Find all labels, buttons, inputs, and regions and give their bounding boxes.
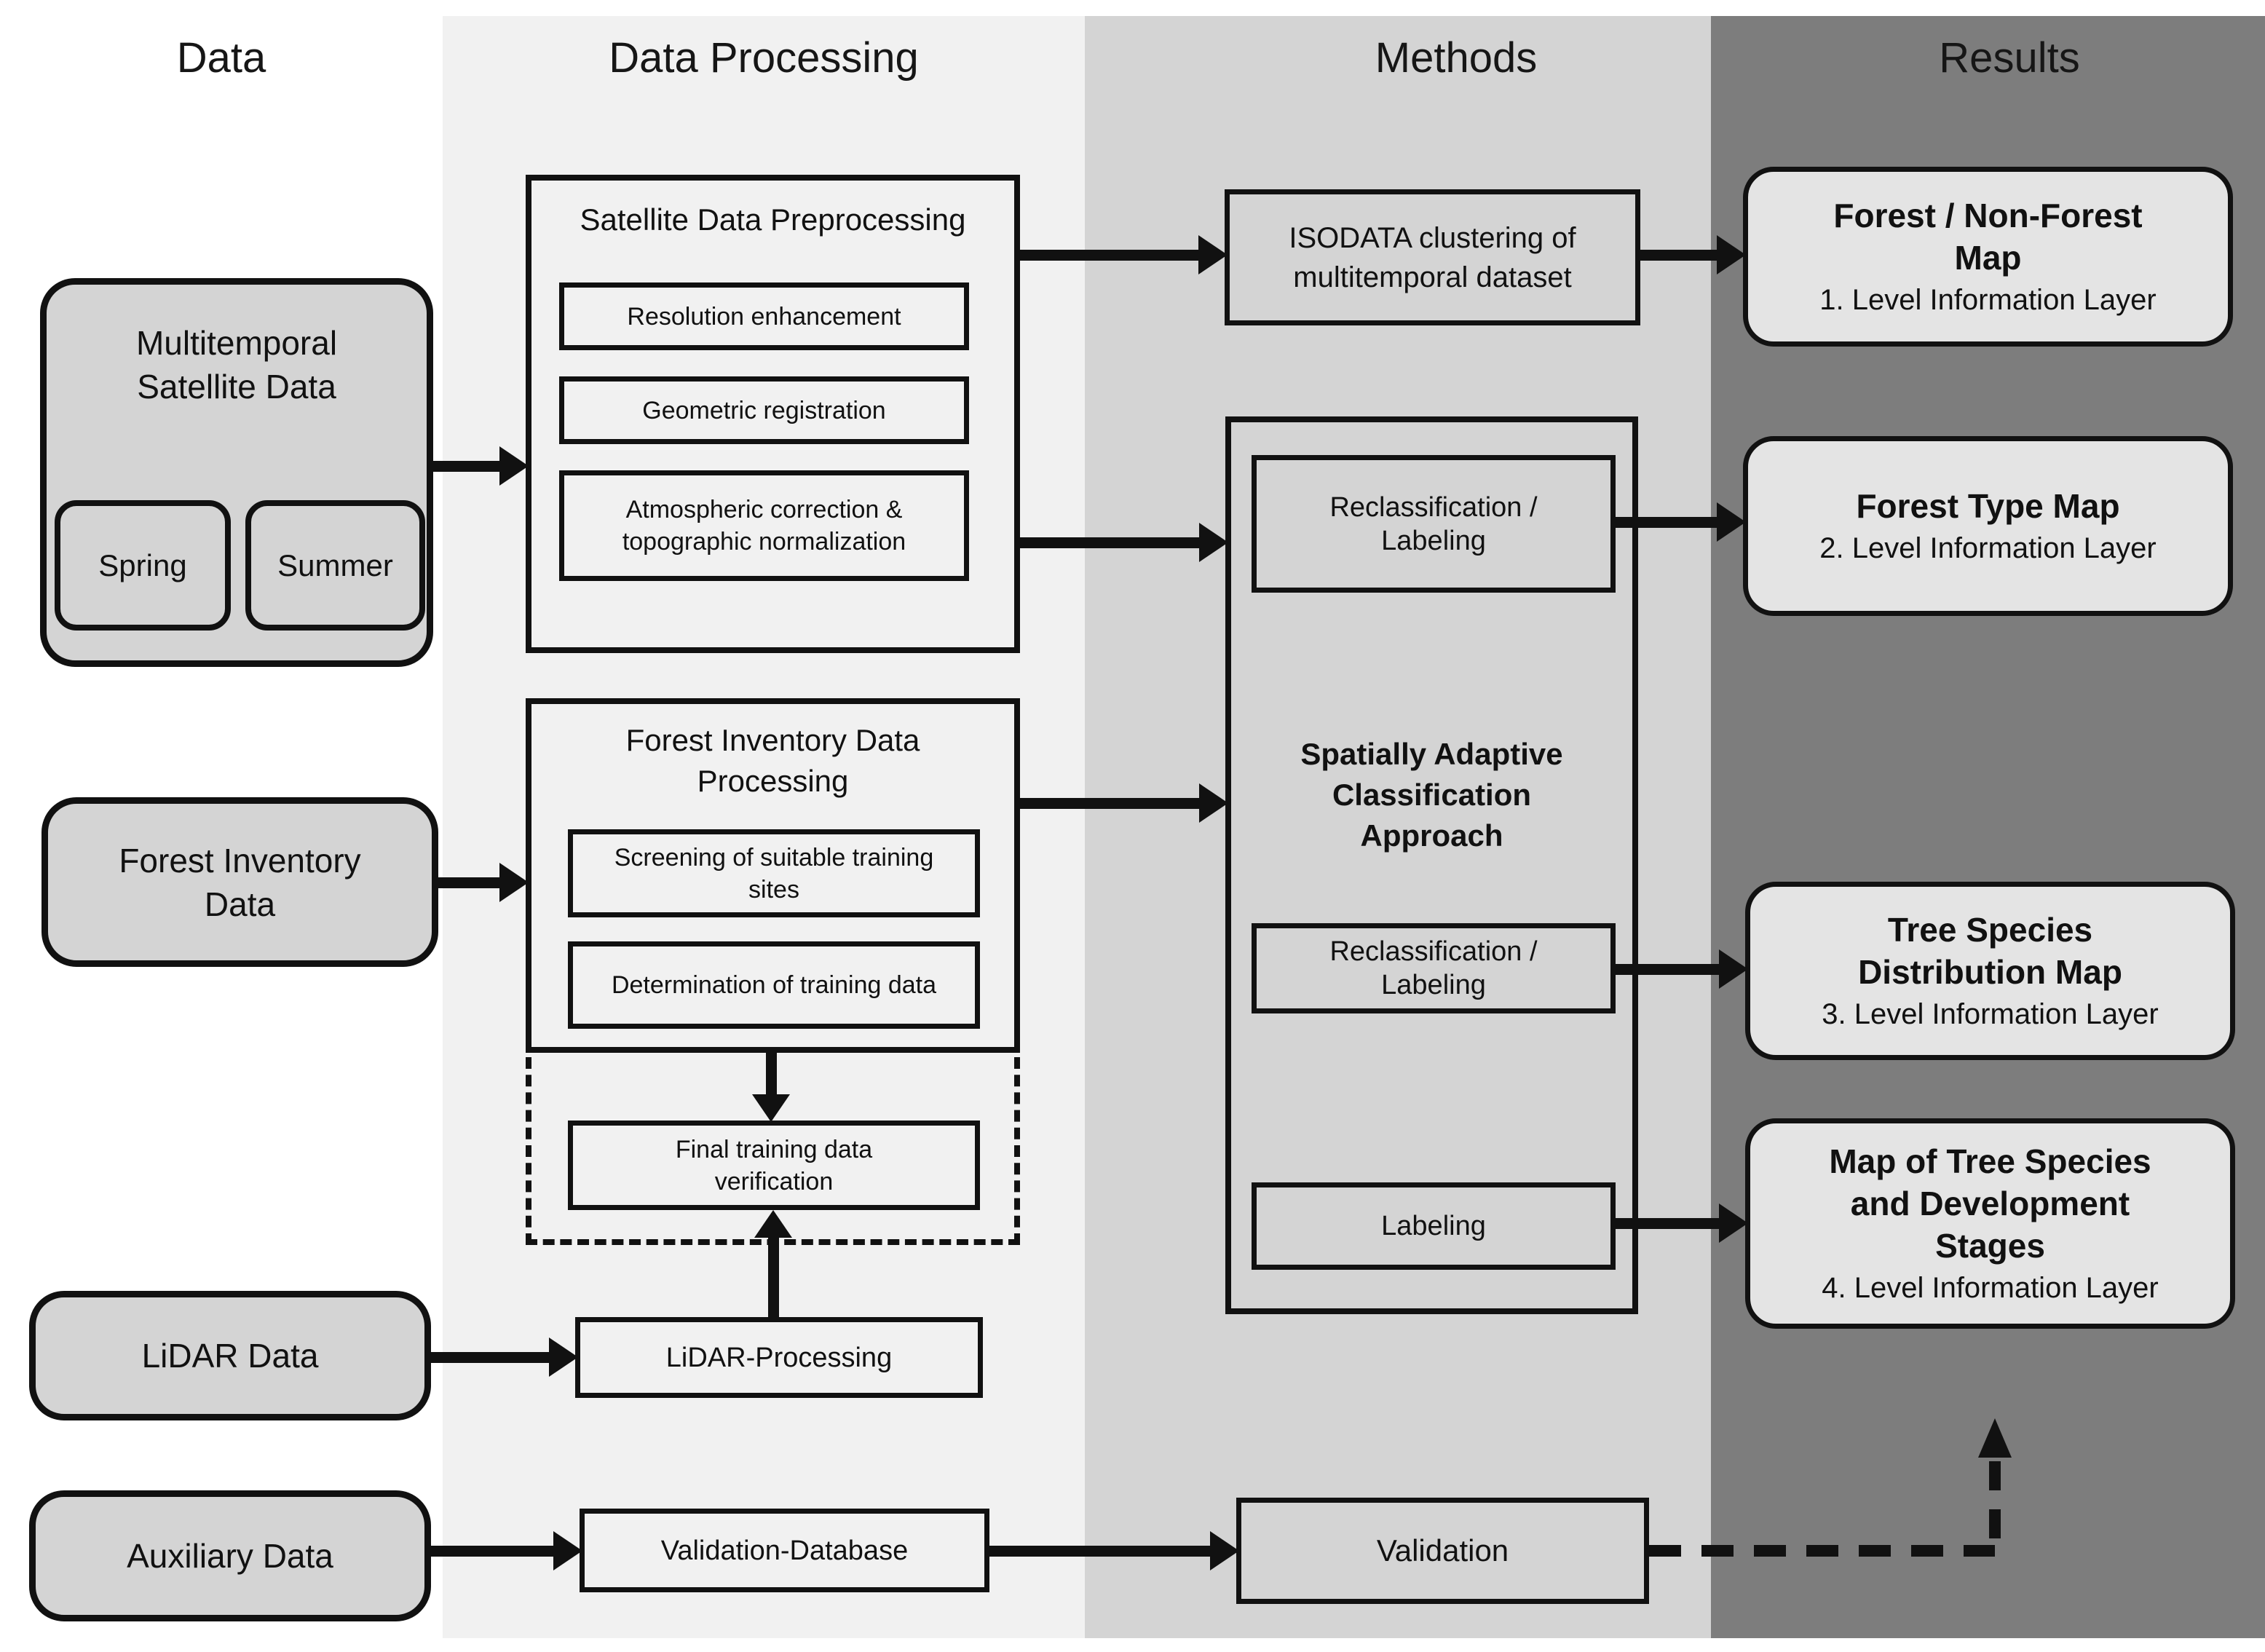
final-verification-box: Final training data verification: [568, 1121, 980, 1210]
result-level2-title: Forest Type Map: [1856, 486, 2120, 525]
forest-inventory-label: Forest Inventory Data: [119, 841, 361, 923]
arrow-inventory-to-processing-line: [438, 877, 499, 888]
arrow-validation-db-to-validation-head: [1210, 1531, 1239, 1570]
summer-label: Summer: [277, 548, 393, 582]
arrow-lidar-to-lidar-processing-head: [549, 1337, 578, 1377]
spring-label: Spring: [98, 548, 187, 582]
dashed-arrow-validation-to-results-hline: [1649, 1545, 1995, 1557]
spring-box: Spring: [55, 500, 231, 631]
arrow-preprocessing-to-reclassification-top-line: [1020, 537, 1199, 548]
lidar-data-box: LiDAR Data: [29, 1291, 431, 1420]
arrow-auxiliary-to-validation-db-head: [553, 1531, 582, 1570]
isodata-clustering-box: ISODATA clustering of multitemporal data…: [1225, 189, 1640, 325]
result-level2-box: Forest Type Map 2. Level Information Lay…: [1743, 436, 2233, 616]
reclassification-top-box: Reclassification / Labeling: [1252, 455, 1616, 593]
reclassification-bottom-box: Reclassification / Labeling: [1252, 923, 1616, 1013]
result-level3-box: Tree Species Distribution Map 3. Level I…: [1745, 882, 2235, 1060]
arrow-preprocessing-to-isodata-head: [1198, 235, 1228, 274]
determination-label: Determination of training data: [611, 971, 937, 999]
labeling-box: Labeling: [1252, 1182, 1616, 1270]
dashed-arrow-validation-to-results-vline: [1989, 1461, 2001, 1551]
arrow-inventory-to-processing-head: [499, 863, 529, 902]
arrow-reclassification-bottom-to-level3-head: [1719, 949, 1748, 989]
arrow-reclassification-top-to-level2-line: [1616, 517, 1717, 528]
header-data: Data: [176, 34, 266, 82]
arrow-validation-db-to-validation-line: [989, 1546, 1210, 1557]
auxiliary-data-box: Auxiliary Data: [29, 1490, 431, 1621]
arrow-labeling-to-level4-line: [1616, 1218, 1719, 1229]
result-level4-title: Map of Tree Species and Development Stag…: [1829, 1142, 2151, 1265]
dashed-arrow-validation-to-results-head: [1978, 1418, 2012, 1458]
screening-label: Screening of suitable training sites: [614, 843, 934, 904]
screening-box: Screening of suitable training sites: [568, 829, 980, 917]
lidar-processing-box: LiDAR-Processing: [575, 1317, 983, 1398]
auxiliary-label: Auxiliary Data: [127, 1537, 333, 1575]
resolution-enhancement-box: Resolution enhancement: [559, 282, 969, 350]
arrow-preprocessing-to-isodata-line: [1020, 250, 1198, 261]
geometric-label: Geometric registration: [642, 396, 886, 424]
header-methods: Methods: [1375, 34, 1538, 82]
summer-box: Summer: [245, 500, 425, 631]
arrow-lidar-to-lidar-processing-line: [431, 1352, 549, 1363]
arrow-inventory-processing-to-saca-head: [1199, 783, 1228, 823]
atmospheric-correction-box: Atmospheric correction & topographic nor…: [559, 470, 969, 581]
verification-label: Final training data verification: [675, 1135, 873, 1195]
arrow-lidar-processing-to-verification-head: [754, 1210, 792, 1238]
validation-label: Validation: [1376, 1533, 1509, 1568]
result-level4-subtitle: 4. Level Information Layer: [1822, 1271, 2159, 1304]
result-level2-subtitle: 2. Level Information Layer: [1819, 531, 2157, 564]
resolution-label: Resolution enhancement: [627, 302, 901, 331]
geometric-registration-box: Geometric registration: [559, 376, 969, 444]
arrow-isodata-to-level1-line: [1640, 250, 1717, 261]
arrow-isodata-to-level1-head: [1717, 235, 1746, 274]
arrow-reclassification-bottom-to-level3-line: [1616, 964, 1719, 975]
validation-database-label: Validation-Database: [660, 1535, 909, 1566]
validation-box: Validation: [1236, 1498, 1649, 1604]
arrow-processing-to-verification-head: [752, 1094, 790, 1122]
arrow-lidar-processing-to-verification-line: [768, 1235, 779, 1317]
reclassification-bottom-label: Reclassification / Labeling: [1329, 936, 1538, 1000]
result-level3-subtitle: 3. Level Information Layer: [1822, 997, 2159, 1030]
result-level1-box: Forest / Non-Forest Map 1. Level Informa…: [1743, 167, 2233, 347]
reclassification-top-label: Reclassification / Labeling: [1329, 491, 1538, 556]
header-data-processing: Data Processing: [609, 34, 919, 82]
arrow-satellite-to-preprocessing-line: [433, 461, 499, 472]
arrow-inventory-processing-to-saca-line: [1020, 798, 1199, 809]
arrow-satellite-to-preprocessing-head: [499, 446, 529, 486]
arrow-labeling-to-level4-head: [1719, 1204, 1748, 1243]
determination-box: Determination of training data: [568, 941, 980, 1029]
satellite-preprocessing-title: Satellite Data Preprocessing: [580, 202, 966, 237]
arrow-auxiliary-to-validation-db-line: [431, 1546, 553, 1557]
arrow-preprocessing-to-reclassification-top-head: [1199, 523, 1228, 562]
result-level3-title: Tree Species Distribution Map: [1858, 910, 2122, 991]
lidar-processing-label: LiDAR-Processing: [665, 1342, 893, 1373]
header-results: Results: [1939, 34, 2080, 82]
result-level4-box: Map of Tree Species and Development Stag…: [1745, 1118, 2235, 1329]
arrow-reclassification-top-to-level2-head: [1717, 502, 1746, 542]
forest-inventory-data-box: Forest Inventory Data: [41, 797, 438, 967]
labeling-label: Labeling: [1381, 1211, 1486, 1241]
result-level1-subtitle: 1. Level Information Layer: [1819, 283, 2157, 316]
atmospheric-label: Atmospheric correction & topographic nor…: [622, 496, 906, 556]
arrow-processing-to-verification-line: [766, 1053, 777, 1096]
multitemporal-title: Multitemporal Satellite Data: [135, 324, 338, 406]
result-level1-title: Forest / Non-Forest Map: [1833, 196, 2143, 277]
spatially-adaptive-title-text: Spatially Adaptive Classification Approa…: [1300, 737, 1563, 853]
spatially-adaptive-title: Spatially Adaptive Classification Approa…: [1230, 730, 1633, 861]
validation-database-box: Validation-Database: [580, 1509, 989, 1592]
isodata-label: ISODATA clustering of multitemporal data…: [1289, 221, 1576, 293]
forest-inventory-processing-title-text: Forest Inventory Data Processing: [625, 723, 920, 798]
lidar-label: LiDAR Data: [141, 1337, 319, 1375]
forest-inventory-processing-title: Forest Inventory Data Processing: [531, 717, 1014, 805]
